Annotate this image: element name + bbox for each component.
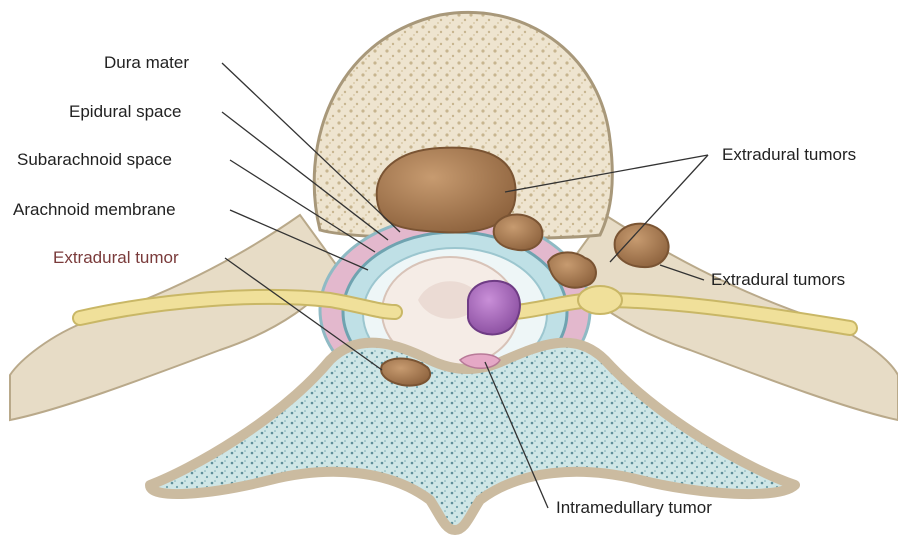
label-subarachnoid-space: Subarachnoid space	[17, 150, 172, 170]
label-extradural-tumor: Extradural tumor	[53, 248, 179, 268]
label-epidural-space: Epidural space	[69, 102, 181, 122]
label-intramedullary-tumor: Intramedullary tumor	[556, 498, 712, 518]
label-dura-mater: Dura mater	[104, 53, 189, 73]
label-arachnoid-membrane: Arachnoid membrane	[13, 200, 176, 220]
label-extradural-tumors-right: Extradural tumors	[711, 270, 845, 290]
label-extradural-tumors-top: Extradural tumors	[722, 145, 856, 165]
